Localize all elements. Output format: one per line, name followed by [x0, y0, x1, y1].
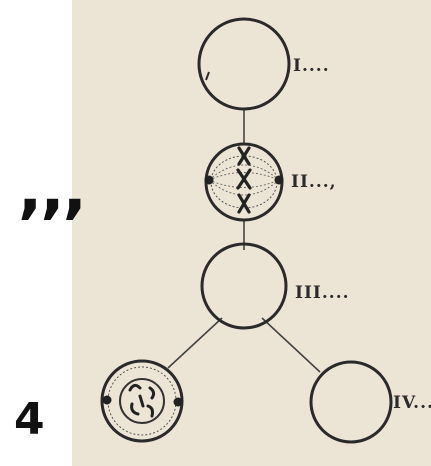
connector-line-3-left — [168, 318, 222, 368]
centriole-right — [174, 398, 183, 407]
connector-line-3-right — [262, 318, 320, 372]
cell-stage-1 — [199, 19, 289, 109]
centriole-left — [103, 396, 112, 405]
stage-label-4: IV... — [393, 393, 431, 413]
cell-stage-1-mark — [206, 72, 209, 80]
stage-label-2: II..., — [291, 172, 337, 192]
question-number: 4 — [14, 398, 45, 442]
cell-stage-3 — [202, 244, 286, 328]
cell-prophase — [102, 361, 183, 441]
chromosome-group — [238, 148, 250, 212]
stage-label-3: III.... — [295, 283, 350, 303]
cell-stage-2 — [205, 144, 284, 220]
chromosome-group — [130, 385, 154, 416]
stage-label-1: I.... — [293, 56, 330, 76]
cell-stage-4 — [311, 362, 391, 442]
centriole-left — [205, 176, 214, 185]
centriole-right — [275, 176, 284, 185]
comma-marks: ,,, — [18, 158, 85, 222]
